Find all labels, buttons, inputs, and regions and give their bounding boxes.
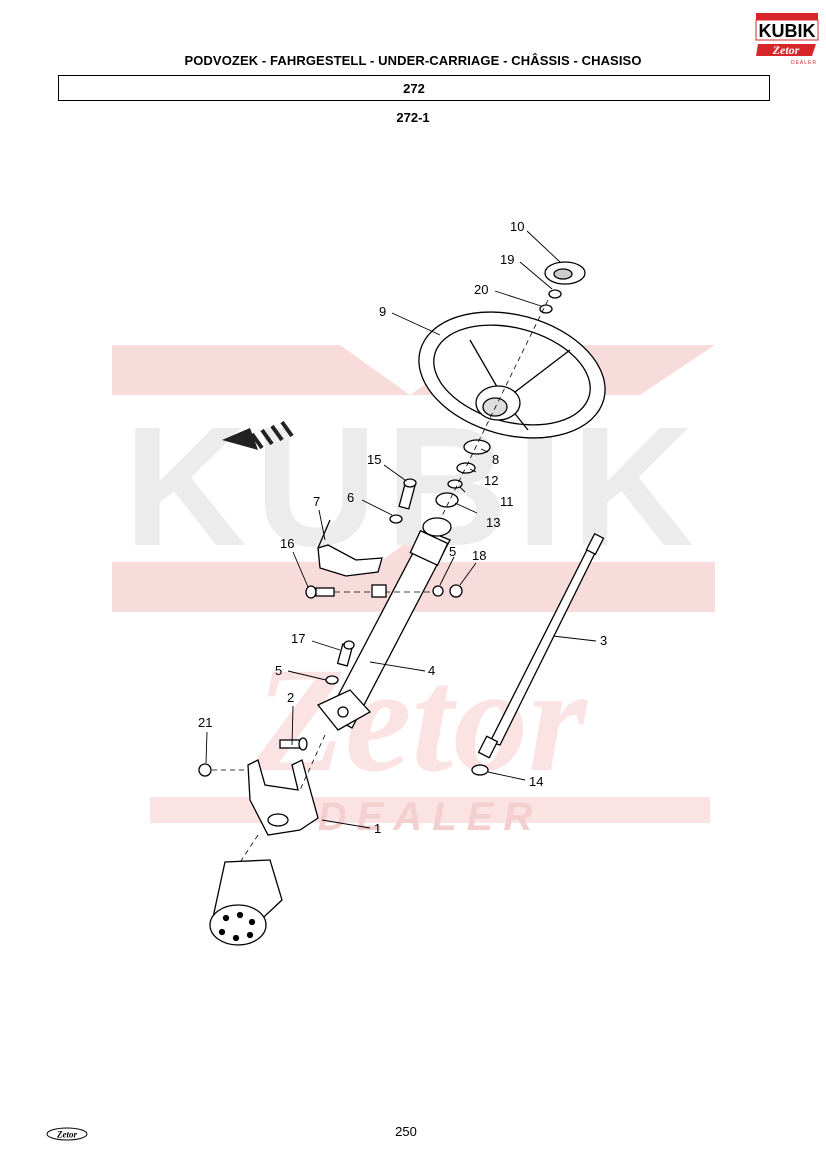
part-key-14 [471,764,489,776]
callout-1: 1 [374,821,381,836]
part-bolt-2 [279,737,308,751]
part-shaft-3 [477,532,605,759]
callout-16: 16 [280,536,294,551]
callout-19: 19 [500,252,514,267]
part-bolt-16 [305,585,335,599]
part-horn-cap-inner [553,268,573,280]
callout-5b: 5 [275,663,282,678]
callout-6: 6 [347,490,354,505]
page-number: 250 [395,1124,417,1139]
part-ring-8 [463,439,491,455]
callout-17: 17 [291,631,305,646]
part-column-tube-4 [327,517,452,729]
callout-15: 15 [367,452,381,467]
callout-5a: 5 [449,544,456,559]
section-number: 272 [403,81,425,96]
brand-sub: Zetor [772,43,800,57]
callout-7: 7 [313,494,320,509]
callout-20: 20 [474,282,488,297]
page-title: PODVOZEK - FAHRGESTELL - UNDER-CARRIAGE … [184,53,642,68]
part-nut-18 [449,584,463,598]
callout-14: 14 [529,774,543,789]
part-nut-19 [548,289,562,299]
watermark-dealer: DEALER [318,795,542,839]
callout-13: 13 [486,515,500,530]
part-washer-5b [325,675,339,685]
callout-11: 11 [500,494,514,509]
brand-name: KUBIK [759,21,816,41]
callout-18: 18 [472,548,486,563]
callout-12: 12 [484,473,498,488]
part-ring-11 [447,479,463,489]
callout-labels: 10 19 20 9 8 12 11 13 15 6 7 16 5 18 3 1… [198,219,607,836]
callout-21: 21 [198,715,212,730]
part-nut-6 [389,514,403,524]
part-circlip-12 [456,462,476,474]
callout-4: 4 [428,663,435,678]
callout-10: 10 [510,219,524,234]
direction-arrow [222,420,294,450]
part-bolt-17 [336,640,355,667]
part-bracket-1 [247,759,319,836]
part-bracket-7 [317,544,383,577]
section-box: 272 [58,75,770,101]
part-steering-wheel [418,311,606,439]
part-bolt-15 [398,478,417,510]
footer-logo-text: Zetor [56,1130,77,1140]
brand-dealer: DEALER [791,60,817,66]
parts-drawing [198,261,606,946]
part-washer-5a [432,585,444,597]
callout-8: 8 [492,452,499,467]
part-nut-21 [198,763,212,777]
leader-lines [205,230,597,829]
callout-3: 3 [600,633,607,648]
footer-zetor-logo: Zetor [46,1127,88,1141]
callout-2: 2 [287,690,294,705]
part-steering-unit [209,859,283,946]
kubik-zetor-logo: KUBIK Zetor DEALER [755,13,819,66]
subsection-number: 272-1 [396,110,430,125]
part-bearing-13 [435,492,459,508]
callout-9: 9 [379,304,386,319]
